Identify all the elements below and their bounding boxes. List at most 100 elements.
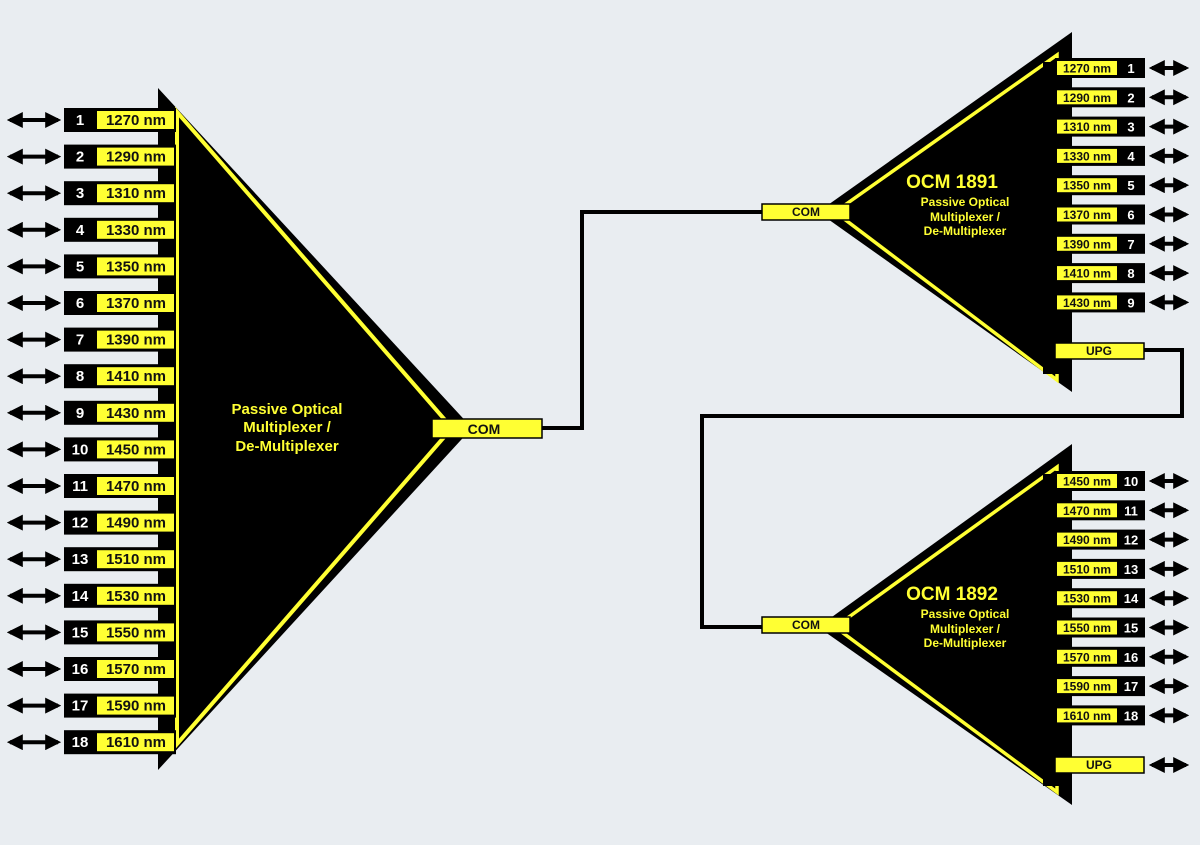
wavelength-box	[1057, 708, 1117, 723]
ocm1892-com-label: COM	[792, 618, 820, 632]
port-wavelength: 1510 nm	[1063, 562, 1111, 576]
port-number: 4	[1127, 149, 1135, 164]
ocm1891-subtitle-2: Multiplexer /	[930, 210, 1001, 224]
port-number: 10	[1124, 474, 1138, 489]
ocm1891-subtitle-1: Passive Optical	[921, 195, 1010, 209]
ocm1892-port[interactable]: 1470 nm 11	[1055, 500, 1190, 521]
port-number: 3	[76, 185, 84, 202]
ocm1892-port[interactable]: 1550 nm 15	[1055, 617, 1190, 638]
wavelength-box	[97, 586, 174, 605]
wavelength-box	[1057, 207, 1117, 222]
port-number: 9	[76, 405, 84, 422]
port-wavelength: 1370 nm	[106, 295, 166, 312]
ocm1892-upg-port[interactable]	[1054, 756, 1145, 774]
port-wavelength: 1530 nm	[106, 588, 166, 605]
port-number: 1	[76, 112, 84, 129]
wavelength-box	[97, 184, 174, 203]
wavelength-box	[1057, 679, 1117, 694]
left-port[interactable]: 1 1270 nm	[6, 108, 176, 132]
ocm1891-unit: OCM 1891 Passive Optical Multiplexer / D…	[761, 32, 1190, 392]
port-wavelength: 1570 nm	[106, 661, 166, 678]
ocm1892-title: OCM 1892	[906, 584, 998, 605]
port-wavelength: 1430 nm	[1063, 296, 1111, 310]
port-number: 11	[1124, 503, 1138, 518]
ocm1892-subtitle-3: De-Multiplexer	[924, 636, 1007, 650]
port-number: 15	[72, 624, 89, 641]
port-wavelength: 1310 nm	[1063, 120, 1111, 134]
port-number: 15	[1124, 621, 1138, 636]
port-wavelength: 1570 nm	[1063, 650, 1111, 664]
port-wavelength: 1470 nm	[106, 478, 166, 495]
wavelength-box	[97, 660, 174, 678]
port-number: 6	[1127, 208, 1134, 223]
fiber-left-to-ocm1891	[540, 210, 765, 430]
wavelength-box	[1057, 178, 1117, 193]
port-wavelength: 1410 nm	[1063, 267, 1111, 281]
wavelength-box	[1057, 295, 1117, 310]
wavelength-box	[1057, 532, 1117, 547]
left-com-label: COM	[468, 421, 501, 437]
ocm1891-title: OCM 1891	[906, 172, 998, 193]
port-wavelength: 1490 nm	[106, 515, 166, 532]
left-com-port[interactable]	[431, 418, 543, 439]
ocm1892-com-port[interactable]	[761, 616, 851, 634]
wavelength-box	[97, 733, 174, 752]
port-wavelength: 1270 nm	[106, 112, 166, 129]
wavelength-box	[97, 111, 174, 129]
wavelength-box	[97, 623, 174, 642]
left-subtitle-3: De-Multiplexer	[235, 438, 339, 455]
wavelength-box	[1057, 236, 1117, 251]
wavelength-box	[97, 440, 174, 459]
wavelength-box	[1057, 119, 1117, 134]
wavelength-box	[97, 257, 174, 276]
port-number: 18	[1124, 708, 1138, 723]
ocm1891-upg-port[interactable]	[1054, 342, 1145, 360]
ocm1891-subtitle-3: De-Multiplexer	[924, 224, 1007, 238]
port-wavelength: 1450 nm	[106, 441, 166, 458]
ocm1892-subtitle-2: Multiplexer /	[930, 622, 1001, 636]
port-wavelength: 1350 nm	[106, 258, 166, 275]
wavelength-box	[1057, 591, 1117, 606]
wavelength-box	[1057, 503, 1117, 518]
port-number: 8	[76, 368, 84, 385]
port-wavelength: 1470 nm	[1063, 504, 1111, 518]
ocm1891-upg-label: UPG	[1086, 344, 1112, 358]
port-wavelength: 1550 nm	[1063, 621, 1111, 635]
ocm1891-com-port[interactable]	[761, 203, 851, 221]
